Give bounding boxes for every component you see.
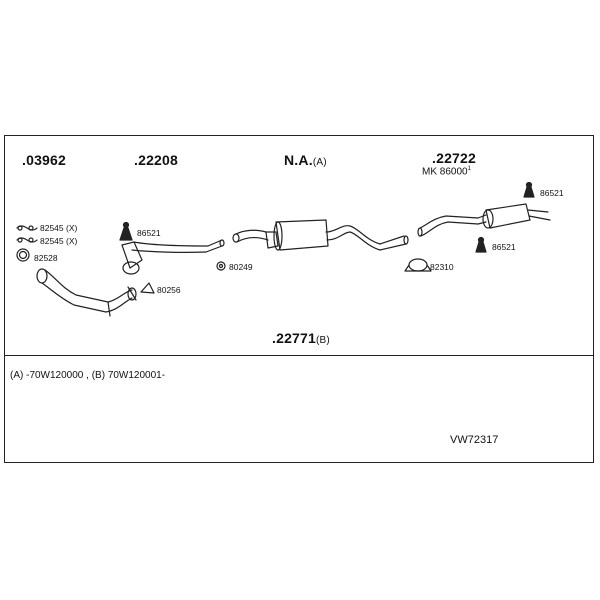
part-number-22722: .22722	[432, 150, 477, 166]
code-86521-b: 86521	[540, 188, 564, 198]
rubber-ring-icon-80249	[216, 261, 226, 271]
triangle-clamp-icon	[140, 282, 155, 294]
hanger-icon-86521-b	[523, 181, 535, 198]
rear-silencer-22722	[417, 203, 551, 237]
code-82545-a: 82545 (X)	[40, 223, 78, 233]
drawing-code: VW72317	[450, 434, 499, 446]
code-82528: 82528	[34, 253, 58, 263]
mk-kit-number: MK 860001	[422, 166, 471, 178]
front-silencer-22208	[121, 239, 225, 275]
clamp-icon-82545-b	[16, 237, 38, 243]
22771-variant-suffix: (B)	[316, 335, 330, 346]
part-number-22208: .22208	[134, 152, 179, 168]
hanger-icon-86521-c	[475, 236, 487, 253]
front-pipe-03962	[36, 268, 137, 317]
gasket-ring-icon	[16, 248, 30, 262]
middle-silencer-na	[232, 219, 409, 251]
code-86521-c: 86521	[492, 242, 516, 252]
diagram-frame	[4, 135, 594, 463]
code-86521-a: 86521	[137, 228, 161, 238]
code-80249: 80249	[229, 262, 253, 272]
part-number-22771: .22771(B)	[272, 330, 330, 346]
hanger-icon-86521-a	[119, 221, 133, 241]
na-variant-suffix: (A)	[312, 157, 327, 168]
clamp-icon-82310	[404, 258, 432, 272]
clamp-icon-82545-a	[16, 225, 38, 231]
variant-footnote: (A) -70W120000 , (B) 70W120001-	[10, 370, 166, 381]
code-82310: 82310	[430, 262, 454, 272]
code-80256: 80256	[157, 285, 181, 295]
part-number-03962: .03962	[22, 152, 67, 168]
part-number-na: N.A.(A)	[284, 152, 327, 168]
frame-divider	[4, 355, 594, 356]
code-82545-b: 82545 (X)	[40, 236, 78, 246]
